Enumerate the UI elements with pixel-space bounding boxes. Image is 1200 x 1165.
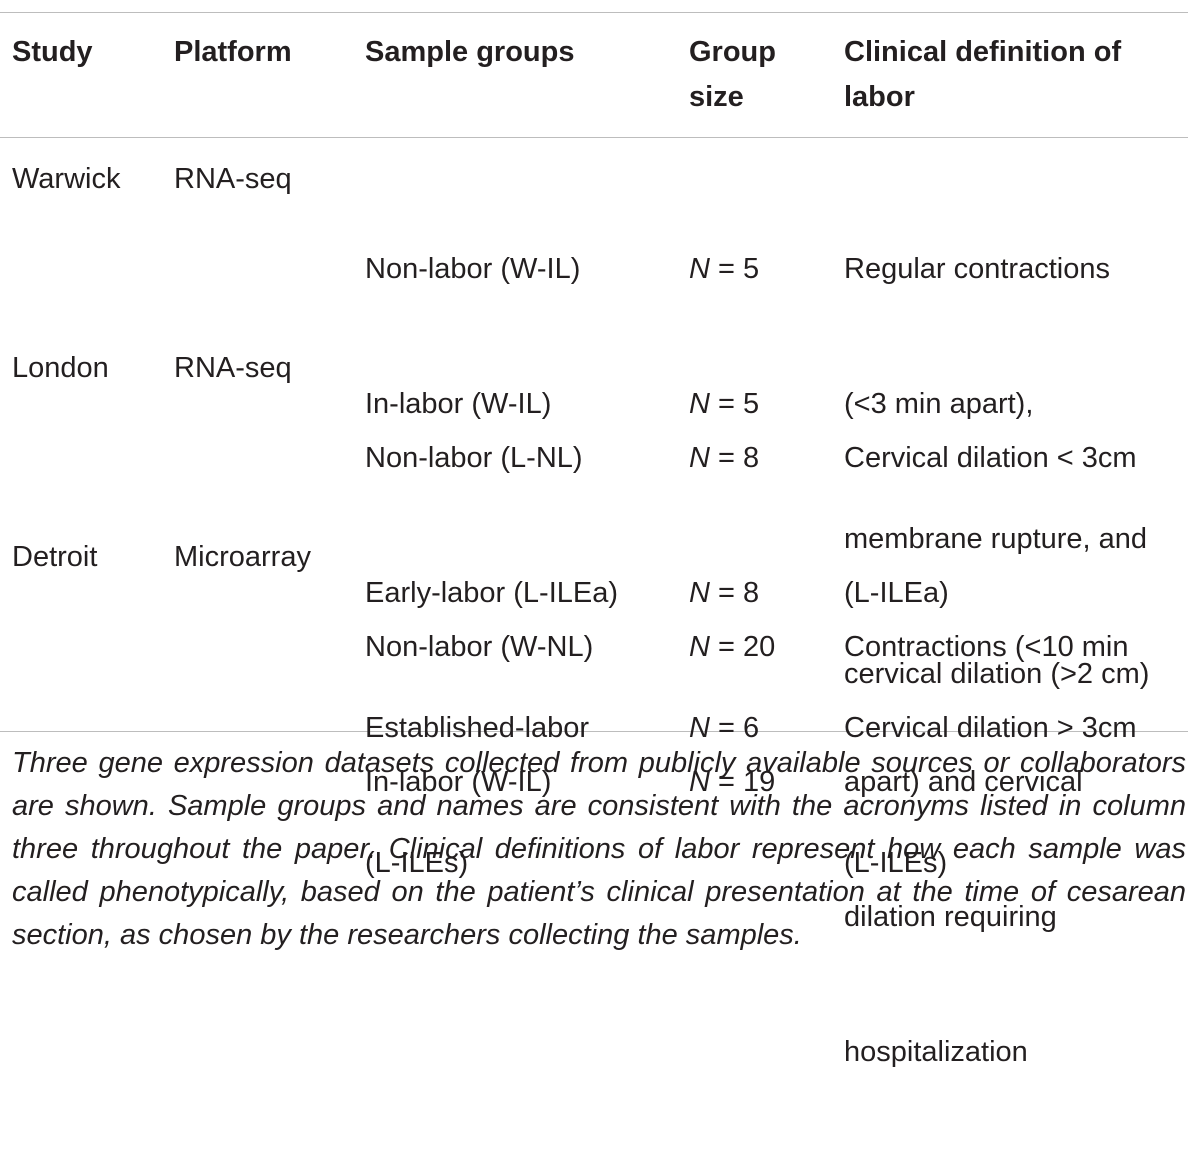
definition-line: hospitalization: [844, 1036, 1028, 1068]
group-label: In-labor (W-IL): [365, 766, 552, 798]
header-group-size: Group size: [689, 30, 776, 120]
row-london-definition: Cervical dilation < 3cm (L-ILEa) Cervica…: [844, 346, 1137, 976]
n-symbol: N: [689, 388, 710, 420]
n-value: = 20: [709, 631, 776, 663]
definition-line: Cervical dilation > 3cm: [844, 712, 1137, 744]
n-value: = 6: [709, 712, 760, 744]
group-size: N = 8: [689, 571, 759, 616]
n-symbol: N: [689, 577, 710, 609]
definition-line: (L-ILEa): [844, 577, 949, 609]
header-platform: Platform: [174, 36, 292, 68]
header-sample-groups: Sample groups: [365, 36, 575, 68]
row-detroit-study: Detroit: [12, 541, 98, 573]
group-size: N = 5: [689, 247, 759, 292]
definition-line: membrane rupture, and: [844, 523, 1148, 555]
header-rule: [0, 137, 1188, 138]
header-group-size-line1: Group: [689, 36, 776, 68]
row-warwick-groups: Non-labor (W-IL) In-labor (W-IL): [365, 157, 580, 517]
group-size: N = 5: [689, 382, 759, 427]
n-symbol: N: [689, 766, 710, 798]
header-clinical-definition: Clinical definition of labor: [844, 30, 1121, 120]
definition-line: Regular contractions: [844, 253, 1110, 285]
header-definition-line2: labor: [844, 81, 915, 113]
n-symbol: N: [689, 442, 710, 474]
definition-line: (<3 min apart),: [844, 388, 1034, 420]
row-london-study: London: [12, 352, 109, 384]
row-detroit-platform: Microarray: [174, 541, 311, 573]
row-warwick-platform: RNA-seq: [174, 163, 292, 195]
definition-line: dilation requiring: [844, 901, 1057, 933]
n-value: = 5: [709, 253, 760, 285]
row-detroit-definition: Contractions (<10 min apart) and cervica…: [844, 535, 1129, 1165]
header-definition-line1: Clinical definition of: [844, 36, 1122, 68]
header-group-size-line2: size: [689, 81, 744, 113]
n-value: = 19: [709, 766, 776, 798]
n-symbol: N: [689, 631, 710, 663]
group-label: In-labor (W-IL): [365, 388, 552, 420]
table-caption: Three gene expression datasets collected…: [12, 747, 1186, 951]
definition-line: Cervical dilation < 3cm: [844, 442, 1137, 474]
definition-line: apart) and cervical: [844, 766, 1083, 798]
n-symbol: N: [689, 712, 710, 744]
group-size: N = 20: [689, 625, 775, 670]
table-page: Study Platform Sample groups Group size …: [0, 12, 1188, 1068]
definition-line: Contractions (<10 min: [844, 631, 1129, 663]
n-value: = 5: [709, 388, 760, 420]
row-london-platform: RNA-seq: [174, 352, 292, 384]
group-size: N = 8: [689, 436, 759, 481]
row-warwick-sizes: N = 5 N = 5: [689, 157, 759, 517]
group-size: N = 19: [689, 760, 775, 805]
group-label: Established-labor: [365, 712, 590, 744]
group-size: N = 6: [689, 706, 759, 751]
row-warwick-definition: Regular contractions (<3 min apart), mem…: [844, 157, 1149, 787]
group-label: Non-labor (W-NL): [365, 631, 594, 663]
row-london-groups: Non-labor (L-NL) Early-labor (L-ILEa) Es…: [365, 346, 618, 976]
header-study: Study: [12, 36, 93, 68]
group-label: Non-labor (W-IL): [365, 253, 581, 285]
top-rule: [0, 12, 1188, 13]
row-london-sizes: N = 8 N = 8 N = 6: [689, 346, 759, 841]
n-symbol: N: [689, 253, 710, 285]
group-label: Non-labor (L-NL): [365, 442, 583, 474]
group-label: Early-labor (L-ILEa): [365, 577, 619, 609]
row-detroit-sizes: N = 20 N = 19: [689, 535, 775, 895]
row-warwick-study: Warwick: [12, 163, 121, 195]
n-value: = 8: [709, 577, 760, 609]
group-label: (L-ILEs): [365, 847, 469, 879]
bottom-rule: [0, 731, 1188, 732]
definition-line: (L-ILEs): [844, 847, 948, 879]
row-detroit-groups: Non-labor (W-NL) In-labor (W-IL): [365, 535, 593, 895]
n-value: = 8: [709, 442, 760, 474]
definition-line: cervical dilation (>2 cm): [844, 658, 1150, 690]
